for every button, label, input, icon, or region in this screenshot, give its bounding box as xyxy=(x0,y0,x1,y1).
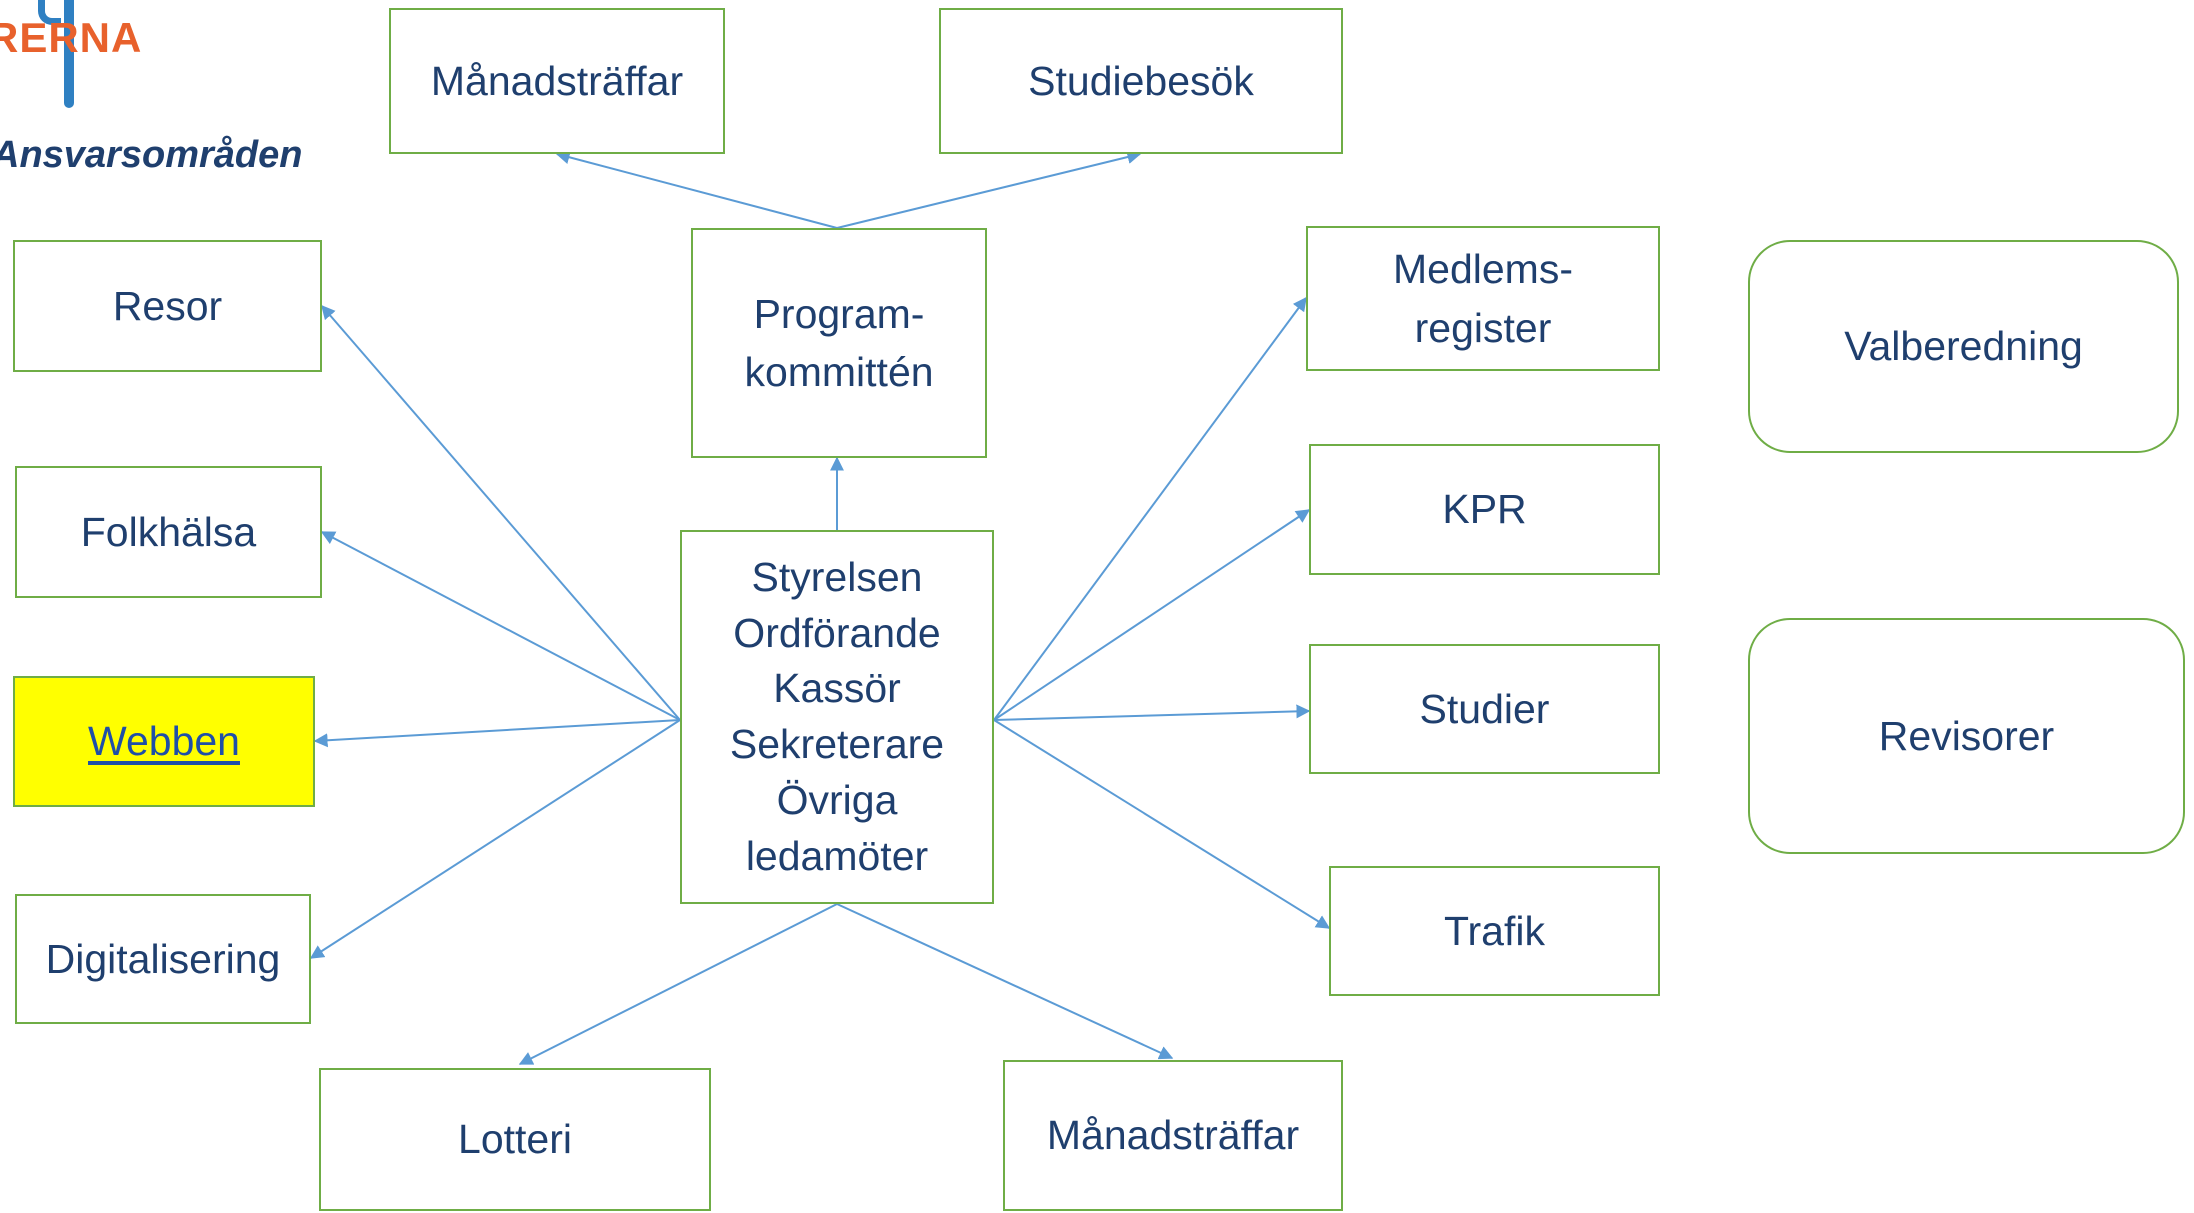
arrow-to-folkhalsa xyxy=(320,531,681,721)
box-label-line-2: register xyxy=(1414,304,1552,351)
box-kpr: KPR xyxy=(1309,444,1660,575)
logo: RERNA xyxy=(0,14,143,61)
box-folkhalsa: Folkhälsa xyxy=(15,466,322,598)
box-label-line-3: Kassör xyxy=(773,665,901,712)
webben-link[interactable]: Webben xyxy=(88,718,240,765)
arrow-to-trafik xyxy=(993,719,1331,929)
box-label: Valberedning xyxy=(1844,323,2083,370)
box-label-line-5: Övriga xyxy=(776,776,898,823)
arrow-to-manadstraffar-top xyxy=(555,150,838,229)
logo-hook-icon xyxy=(38,0,61,25)
box-label-line-4: Sekreterare xyxy=(729,721,945,767)
arrow-to-lotteri xyxy=(518,903,838,1065)
page-title: Ansvarsområden xyxy=(0,134,303,176)
box-styrelsen: Styrelsen Ordförande Kassör Sekreterare … xyxy=(680,530,994,904)
box-label: Digitalisering xyxy=(45,935,281,982)
box-digitalisering: Digitalisering xyxy=(15,894,311,1024)
box-label-line-1: Styrelsen xyxy=(751,553,923,600)
arrow-to-kpr xyxy=(993,509,1311,721)
box-label: Resor xyxy=(112,282,223,329)
box-valberedning: Valberedning xyxy=(1748,240,2179,453)
box-label: Studiebesök xyxy=(1028,57,1254,104)
box-label: Folkhälsa xyxy=(80,508,257,555)
arrow-to-webben xyxy=(313,719,681,748)
box-label-line-6: ledamöter xyxy=(745,832,929,879)
arrow-to-studier xyxy=(993,704,1311,721)
box-lotteri: Lotteri xyxy=(319,1068,711,1211)
box-label: Revisorer xyxy=(1878,712,2055,759)
box-label: Månadsträffar xyxy=(1046,1112,1300,1159)
box-studier: Studier xyxy=(1309,644,1660,774)
box-webben[interactable]: Webben xyxy=(13,676,315,807)
box-medlemsregister: Medlems- register xyxy=(1306,226,1660,371)
box-revisorer: Revisorer xyxy=(1748,618,2185,854)
box-resor: Resor xyxy=(13,240,322,372)
box-manadstraffar-top: Månadsträffar xyxy=(389,8,725,154)
arrow-to-manadstraffar-bottom xyxy=(836,903,1174,1060)
arrow-to-resor xyxy=(321,304,681,721)
box-label-line-2: Ordförande xyxy=(733,609,941,656)
arrow-to-medlemsregister xyxy=(993,296,1307,721)
arrow-to-studiebesok xyxy=(836,150,1142,229)
box-label: Trafik xyxy=(1444,907,1545,954)
box-label-line-1: Program- xyxy=(753,290,925,337)
box-label: Månadsträffar xyxy=(430,57,684,104)
logo-mark-icon xyxy=(64,0,74,108)
box-label-line-1: Medlems- xyxy=(1393,246,1573,293)
box-label: KPR xyxy=(1442,486,1527,533)
box-studiebesok: Studiebesök xyxy=(939,8,1343,154)
box-manadstraffar-bottom: Månadsträffar xyxy=(1003,1060,1343,1211)
box-trafik: Trafik xyxy=(1329,866,1660,996)
box-label: Studier xyxy=(1419,685,1550,732)
box-label-line-2: kommittén xyxy=(744,349,934,395)
arrow-to-digitalisering xyxy=(309,719,681,959)
box-label: Lotteri xyxy=(458,1116,572,1163)
box-programkommitten: Program- kommittén xyxy=(691,228,987,458)
